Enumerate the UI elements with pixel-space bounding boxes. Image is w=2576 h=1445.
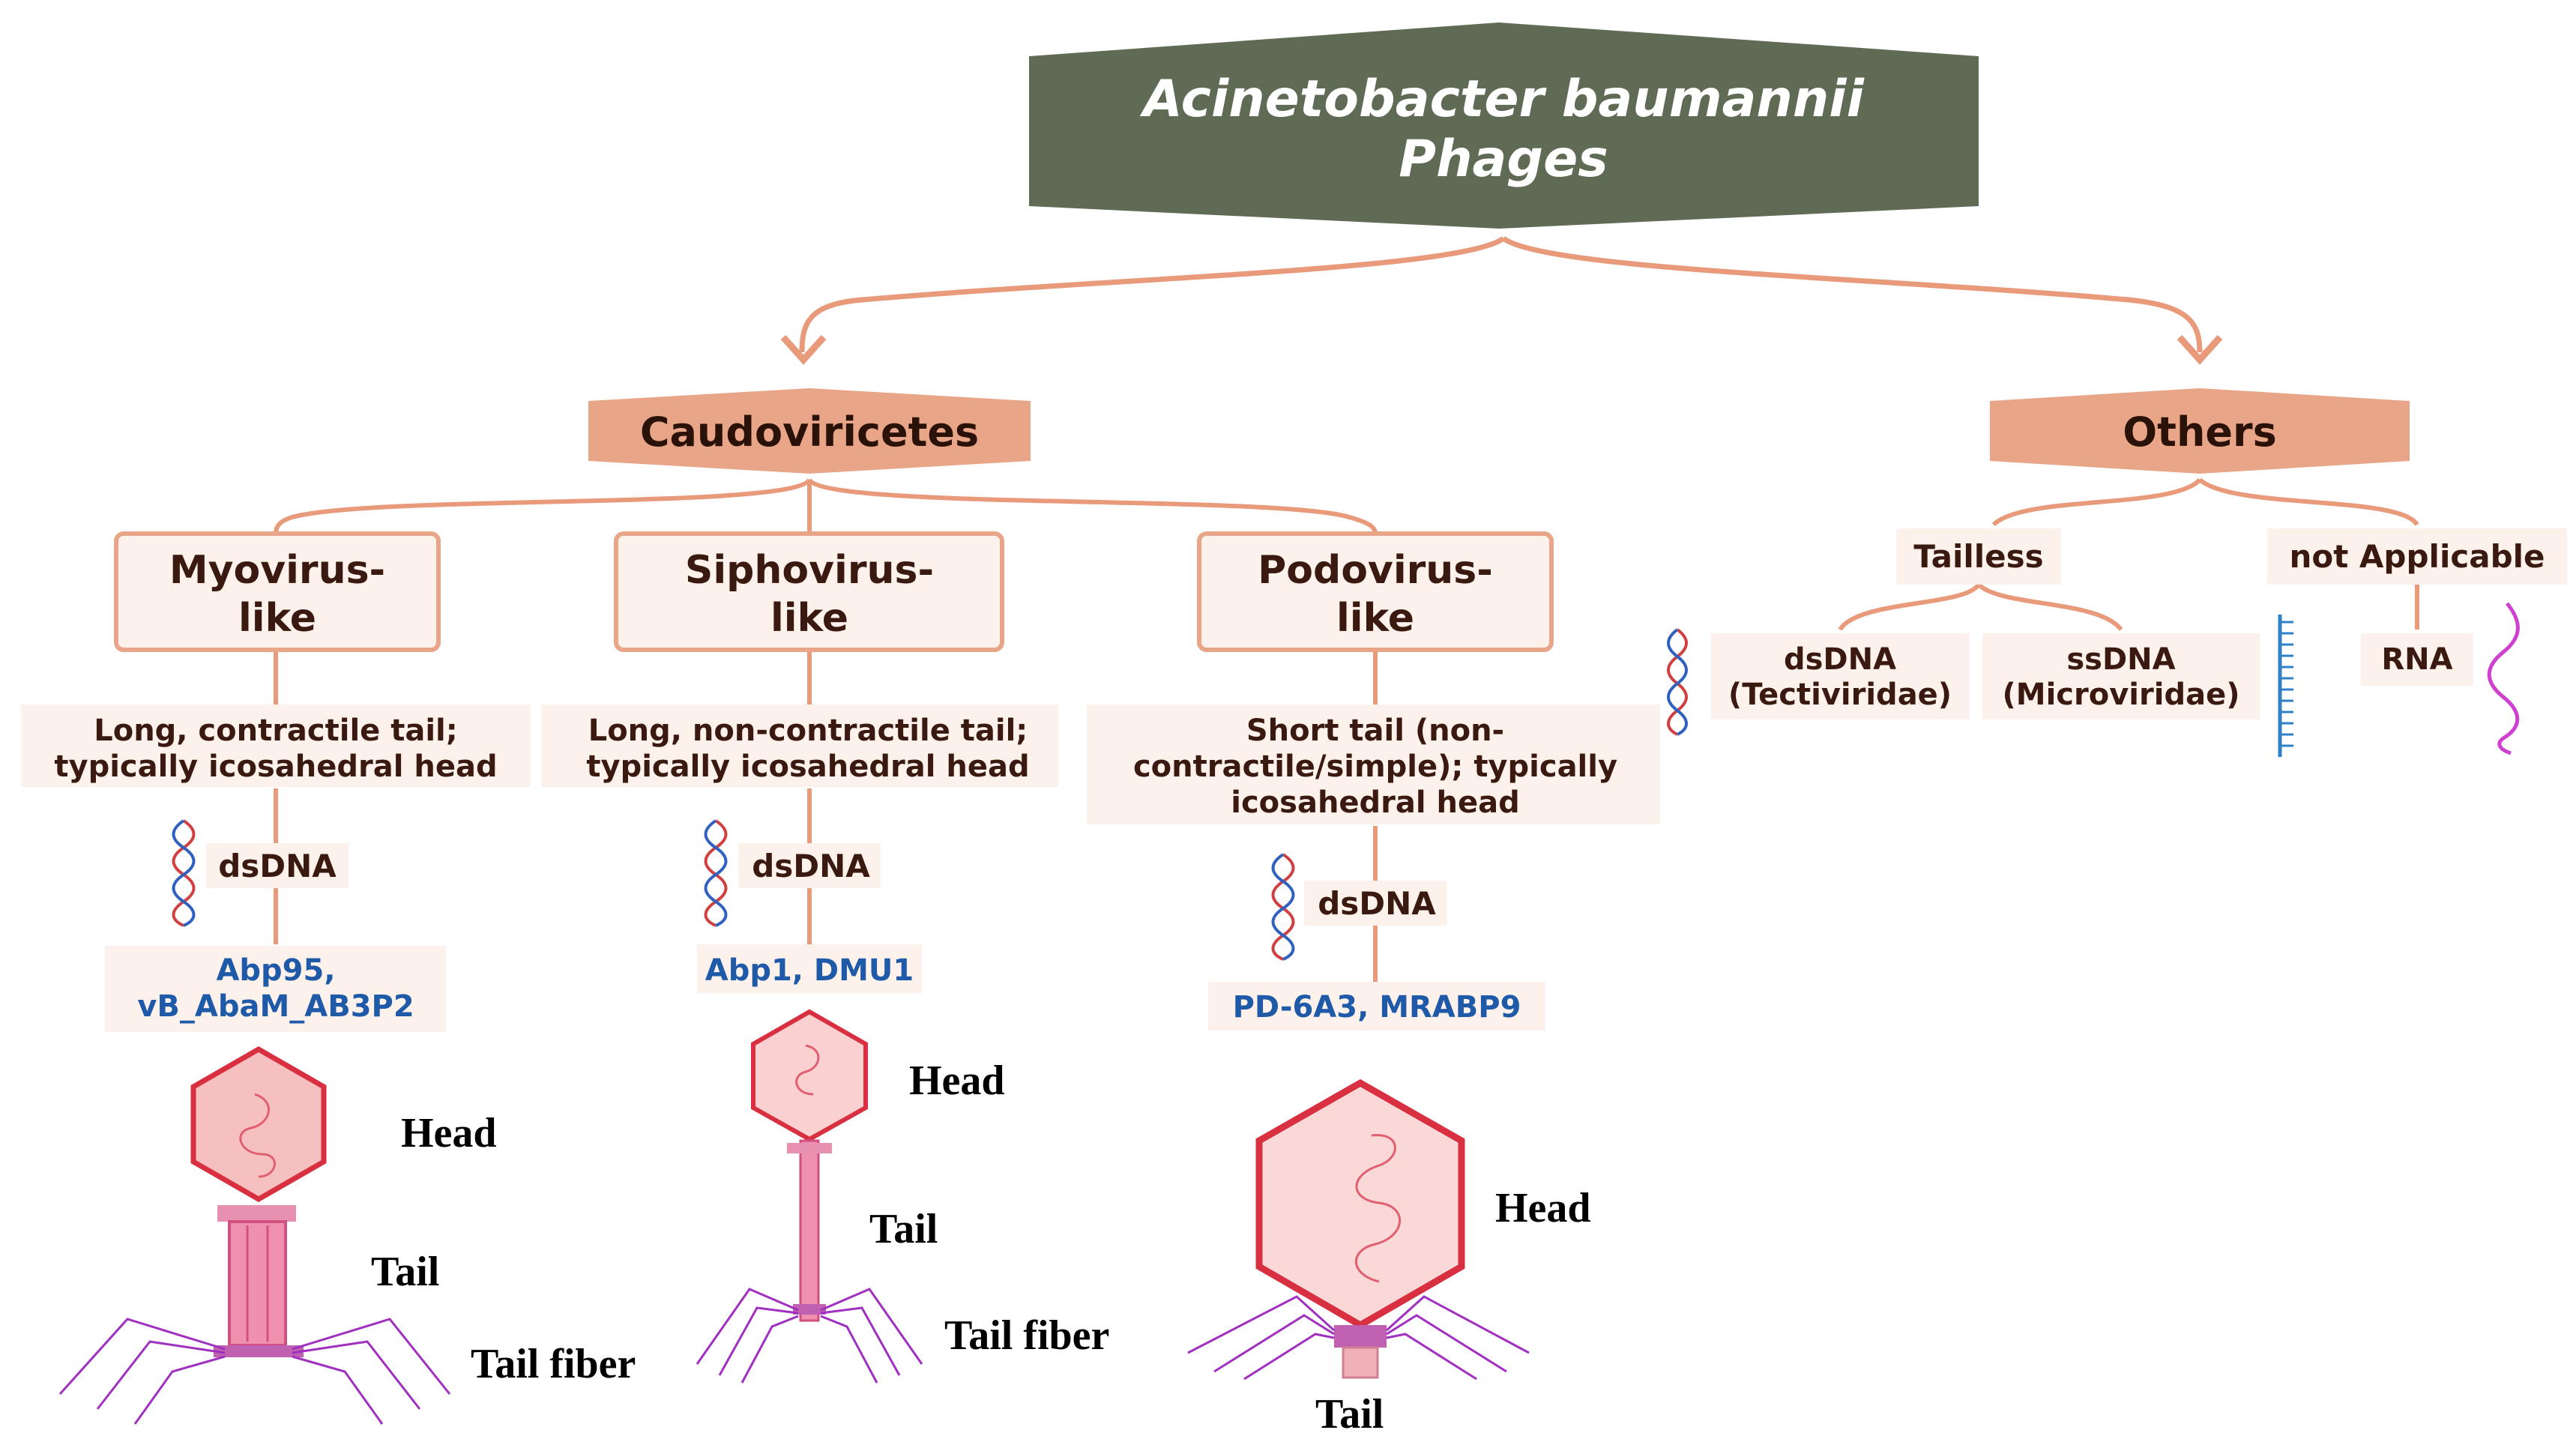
- ssdna-microviridae-box: [1982, 633, 2260, 720]
- myovirus-examples-box: [105, 946, 446, 1032]
- podovirus-desc-line2: contractile/simple); typically: [1133, 749, 1617, 784]
- rna-box: [2361, 633, 2473, 686]
- siphovirus-label-tail-fiber: Tail fiber: [944, 1312, 1109, 1359]
- ssdna-microviridae-line2: (Microviridae): [2003, 678, 2240, 712]
- podovirus-genome: dsDNA: [1318, 885, 1436, 922]
- siphovirus-label-tail: Tail: [869, 1206, 938, 1252]
- podovirus-phage-icon: [1187, 1079, 1530, 1381]
- myovirus-desc-box: [21, 705, 531, 787]
- siphovirus-label-head: Head: [909, 1058, 1005, 1104]
- root-node: Acinetobacter baumannii Phages: [1029, 22, 1979, 229]
- siphovirus-title-line2: like: [770, 596, 848, 641]
- myovirus-desc-line2: typically icosahedral head: [54, 749, 497, 784]
- podovirus-desc-line3: icosahedral head: [1231, 785, 1520, 820]
- caudoviricetes-label: Caudoviricetes: [640, 408, 979, 456]
- others-connectors: [1838, 477, 2419, 631]
- podovirus-title-line1: Podovirus-: [1258, 548, 1493, 593]
- caudoviricetes-node: Caudoviricetes: [588, 388, 1031, 474]
- siphovirus-examples: Abp1, DMU1: [705, 953, 914, 988]
- tailless-box: [1896, 528, 2061, 585]
- myovirus-title-line1: Myovirus-: [169, 548, 385, 593]
- myovirus-label-tail: Tail: [371, 1249, 439, 1295]
- myovirus-genome: dsDNA: [218, 848, 337, 884]
- siphovirus-genome: dsDNA: [752, 848, 870, 884]
- siphovirus-phage-icon: [696, 1009, 923, 1384]
- podovirus-label-tail: Tail: [1315, 1391, 1384, 1438]
- podovirus-desc-line1: Short tail (non-: [1246, 714, 1504, 748]
- ssdna-microviridae-line1: ssDNA: [2066, 642, 2175, 677]
- dna-double-helix-icon: [1271, 853, 1295, 961]
- others-label: Others: [2123, 408, 2277, 456]
- podovirus-examples-box: [1208, 982, 1545, 1031]
- siphovirus-column: Siphovirus- like Long, non-contractile t…: [541, 531, 1109, 1384]
- siphovirus-title-line1: Siphovirus-: [685, 548, 934, 593]
- single-strand-dna-icon: [2278, 615, 2293, 757]
- myovirus-examples-line1: Abp95,: [216, 953, 335, 988]
- myovirus-phage-icon: [58, 1046, 451, 1425]
- myovirus-title-line2: like: [238, 596, 316, 641]
- myovirus-label-head: Head: [401, 1110, 497, 1156]
- myovirus-desc-line1: Long, contractile tail;: [94, 714, 458, 748]
- podovirus-title-box: [1197, 531, 1554, 652]
- caudoviricetes-connectors: [274, 477, 1378, 534]
- myovirus-title-box: [114, 531, 441, 652]
- root-title-line2: Phages: [1399, 130, 1608, 189]
- siphovirus-desc-box: [541, 705, 1058, 787]
- dna-double-helix-icon: [704, 819, 728, 927]
- dsdna-tectiviridae-line2: (Tectiviridae): [1728, 678, 1952, 712]
- siphovirus-desc-line1: Long, non-contractile tail;: [588, 714, 1028, 748]
- dna-double-helix-icon: [172, 819, 196, 927]
- others-node: Others: [1990, 388, 2410, 474]
- root-title-line1: Acinetobacter baumannii: [1139, 70, 1865, 129]
- siphovirus-desc-line2: typically icosahedral head: [586, 749, 1029, 784]
- siphovirus-examples-box: [697, 944, 922, 993]
- myovirus-column: Myovirus- like Long, contractile tail; t…: [21, 531, 636, 1425]
- not-applicable-box: [2267, 528, 2567, 585]
- rna-strand-icon: [2487, 602, 2520, 755]
- podovirus-desc-box: [1087, 705, 1660, 824]
- dsdna-tectiviridae-line1: dsDNA: [1784, 642, 1896, 677]
- not-applicable-label: not Applicable: [2289, 538, 2545, 575]
- podovirus-title-line2: like: [1336, 596, 1414, 641]
- siphovirus-title-box: [614, 531, 1004, 652]
- others-subtree: Tailless not Applicable dsDNA (Tectiviri…: [1667, 528, 2567, 757]
- podovirus-examples: PD-6A3, MRABP9: [1233, 990, 1521, 1025]
- dna-double-helix-icon: [1667, 628, 1688, 736]
- tailless-label: Tailless: [1913, 538, 2043, 575]
- root-connectors: [780, 236, 2223, 365]
- podovirus-label-head: Head: [1495, 1185, 1591, 1231]
- myovirus-label-tail-fiber: Tail fiber: [471, 1341, 636, 1387]
- dsdna-tectiviridae-box: [1711, 633, 1970, 720]
- myovirus-examples-line2: vB_AbaM_AB3P2: [137, 989, 414, 1024]
- rna-label: RNA: [2381, 642, 2452, 677]
- podovirus-column: Podovirus- like Short tail (non- contrac…: [1087, 531, 1660, 1438]
